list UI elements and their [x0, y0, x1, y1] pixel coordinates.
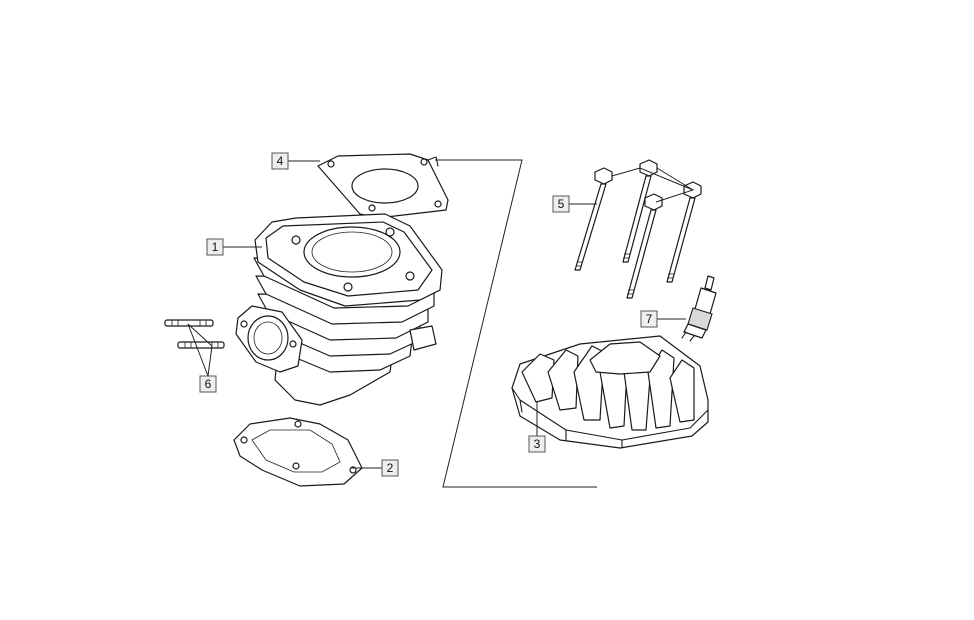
- callout-5-label: 5: [558, 197, 565, 211]
- part-studs: [164, 319, 225, 349]
- callout-4-label: 4: [277, 154, 284, 168]
- part-spark-plug: [681, 275, 717, 342]
- callout-1-label: 1: [212, 240, 219, 254]
- part-cylinder: [235, 213, 443, 406]
- part-head-gasket-top: [317, 153, 449, 219]
- callout-3: 3: [528, 435, 546, 453]
- callout-6: 6: [199, 375, 217, 393]
- part-base-gasket: [233, 417, 363, 487]
- callout-2-label: 2: [387, 461, 394, 475]
- callout-1: 1: [206, 238, 224, 256]
- leader-line-6-c: [187, 323, 213, 347]
- leader-line-5-bolts: [611, 167, 695, 203]
- leader-line-6-a: [187, 323, 209, 377]
- callout-6-label: 6: [205, 377, 212, 391]
- callout-5: 5: [552, 195, 570, 213]
- callout-4: 4: [271, 152, 289, 170]
- callout-3-label: 3: [534, 437, 541, 451]
- callout-2: 2: [381, 459, 399, 477]
- callout-7-label: 7: [646, 312, 653, 326]
- part-head-bolts: [574, 159, 702, 299]
- assembly-bracket-line: [435, 159, 597, 488]
- part-cylinder-head: [511, 335, 709, 449]
- leader-line-6-b: [207, 345, 213, 377]
- leader-line-5-bolt-c: [656, 167, 694, 191]
- callout-7: 7: [640, 310, 658, 328]
